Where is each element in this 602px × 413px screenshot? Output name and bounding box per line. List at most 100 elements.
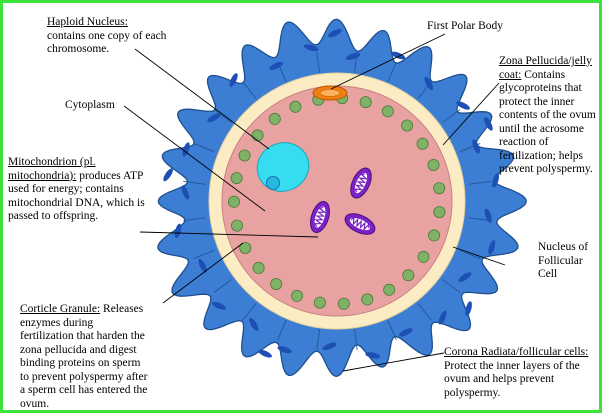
zona-desc-line: glycoproteins that [499, 82, 582, 94]
follicular-nucleus [181, 185, 190, 200]
polar-body [312, 85, 348, 101]
corona-cell-boundary [387, 61, 397, 82]
follicular-nucleus [198, 258, 207, 273]
follicular-nucleus [303, 44, 319, 52]
mitochondrion-cristae [350, 216, 370, 231]
cortical-desc-line: fertilization that harden the [20, 330, 145, 342]
follicular-nucleus [182, 142, 190, 157]
cortical-granule [227, 195, 240, 208]
mito-desc-line: used for energy; contains [8, 183, 124, 195]
leader-line [342, 352, 445, 372]
ovum-illustration [123, 18, 527, 377]
corona-desc-line: ovum and helps prevent [444, 373, 555, 385]
follicular-nucleus [456, 101, 470, 110]
cortical-granule [313, 296, 326, 309]
follicular-nucleus [163, 168, 173, 182]
haploid-nucleus [256, 142, 310, 192]
zona-desc-line: prevent polyspermy. [499, 163, 593, 175]
cortical-granule [402, 269, 415, 282]
follicular-nucleus [391, 51, 406, 60]
mitochondrion-matrix [354, 172, 368, 194]
haploid-desc-line: contains one copy of each [47, 29, 167, 42]
follicular-nucleus [277, 346, 292, 354]
corona-cell-boundary [459, 249, 481, 259]
leader-line [123, 105, 266, 212]
follicular-nucleus [249, 317, 259, 331]
mitochondrion-matrix [349, 217, 371, 231]
cortical-granule [416, 137, 429, 150]
zona-title: Zona Pellucida/jelly [499, 55, 592, 67]
cortical-granule [230, 172, 243, 185]
cortical-granule [252, 261, 265, 274]
follicular-nucleus [438, 310, 447, 325]
corona-cell-boundary [277, 320, 287, 341]
cortical-desc-line: a sperm cell has entered the [20, 384, 148, 396]
corona-title: Corona Radiata/follicular cells: [444, 346, 589, 358]
corona-cell-boundary [183, 180, 206, 185]
zona-desc-line: Contains [521, 68, 566, 81]
corona-cell-boundary [213, 279, 232, 293]
cortical-granule [337, 297, 350, 310]
cortical-granule [401, 119, 414, 132]
corona-radiata-label: Corona Radiata/follicular cells: Protect… [444, 346, 588, 400]
leader-line [452, 246, 506, 266]
cortical-granule [289, 100, 302, 113]
mito-desc-line: mitochondrial DNA, which is [8, 196, 145, 209]
cortical-granule [290, 289, 303, 302]
cortical-desc-line: ovum. [20, 397, 50, 410]
zona-desc-line: reaction of [499, 136, 549, 148]
cortical-granule [361, 293, 374, 306]
cortical-desc-line: to prevent polyspermy after [20, 370, 148, 383]
mitochondrion-cristae [313, 206, 327, 227]
cortical-granule [359, 96, 372, 109]
leader-line [442, 82, 500, 146]
corona-cell-boundary [316, 328, 321, 351]
cortical-granule [238, 149, 251, 162]
follicular-nucleus [174, 223, 182, 239]
cortical-granule [270, 278, 283, 291]
corona-cell-boundary [193, 249, 215, 259]
cytoplasm [221, 85, 453, 317]
corona-cell-boundary [242, 303, 257, 321]
cortical-granule [417, 250, 430, 263]
cortical-granule [428, 229, 441, 242]
follicular-nucleus [488, 240, 496, 255]
follicular-nucleus [269, 61, 284, 70]
follicular-nucleus [399, 328, 413, 337]
leader-line [162, 242, 244, 304]
follicular-nucleus-line: Nucleus of [538, 241, 589, 253]
mito-title: mitochondria): [8, 169, 77, 182]
corona-cell-boundary [213, 109, 232, 123]
mito-desc-line: produces ATP [76, 169, 144, 182]
follicular-nucleus [365, 352, 381, 359]
follicular-nucleus [212, 301, 226, 310]
cortical-granule [268, 112, 281, 125]
follicular-nucleus [472, 139, 480, 154]
zona-desc-line: fertilization; helps [499, 149, 583, 162]
cortical-desc-line: zona pellucida and digest [20, 343, 137, 356]
cortical-granule [433, 206, 446, 219]
leader-lines [123, 33, 506, 372]
corona-cell-boundary [468, 217, 491, 222]
leader-line [139, 231, 319, 238]
corona-cell-boundary [468, 180, 491, 185]
corona-cell-boundary [442, 109, 461, 123]
follicular-nucleus [492, 173, 500, 188]
zona-desc-line: until the acrosome [499, 122, 584, 135]
follicular-nucleus [207, 113, 221, 123]
haploid-nucleus-label: Haploid Nucleus: contains one copy of ea… [47, 16, 166, 57]
corona-desc-line: polyspermy. [444, 386, 501, 399]
follicular-nucleus [484, 208, 492, 223]
corona-cell-boundary [193, 143, 215, 153]
mitochondrion [344, 213, 376, 235]
cortical-granule [383, 283, 396, 296]
cortical-granule [433, 182, 446, 195]
cortical-granule [230, 219, 243, 232]
corona-desc-line: Protect the inner layers of the [444, 359, 580, 372]
follicular-nucleus-line: Follicular [538, 254, 583, 267]
cortical-granule-label: Corticle Granule: Releases enzymes durin… [20, 303, 148, 410]
follicular-nucleus [458, 272, 472, 282]
cytoplasm-label: Cytoplasm [65, 99, 115, 111]
cortical-desc-line: binding proteins on sperm [20, 357, 141, 369]
